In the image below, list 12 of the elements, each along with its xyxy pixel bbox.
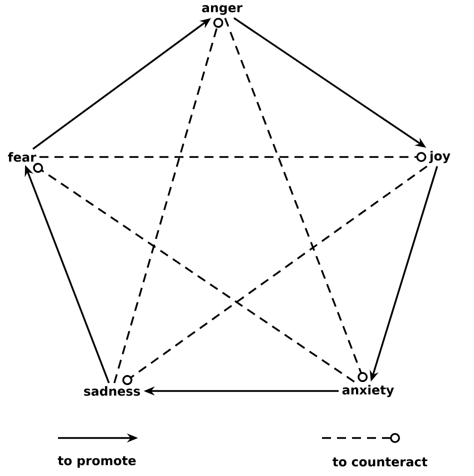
counteract-line xyxy=(39,152,426,162)
legend-text: to promote xyxy=(58,456,136,468)
emotion-label: anxiety xyxy=(342,384,394,398)
counteract-line xyxy=(33,162,355,382)
counteract-line xyxy=(224,18,368,382)
emotion-label: fear xyxy=(8,152,36,162)
emotion-label: anger xyxy=(202,5,242,15)
emotion-label: joy xyxy=(429,150,450,164)
legend-text: to counteract xyxy=(332,458,428,466)
emotion-label: sadness xyxy=(84,386,140,396)
counteract-line xyxy=(113,18,224,384)
counteract-line xyxy=(122,166,428,386)
